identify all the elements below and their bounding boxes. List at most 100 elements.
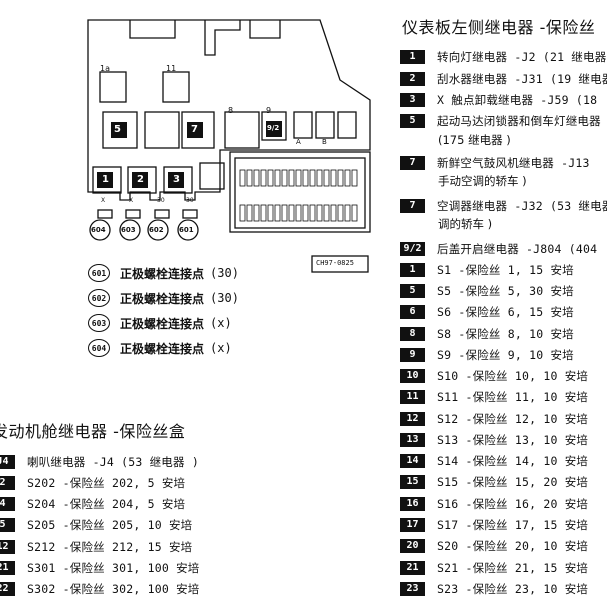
dash-row: 8 S8 -保险丝 8, 10 安培 [400, 324, 574, 344]
row-text: S5 -保险丝 5, 30 安培 [437, 284, 574, 298]
row-badge: 21 [0, 561, 15, 575]
row-text: S8 -保险丝 8, 10 安培 [437, 327, 574, 341]
row-badge: 15 [400, 475, 425, 489]
row-badge: J4 [0, 455, 15, 469]
label-1a: 1a [100, 64, 110, 73]
dash-row: 7 空调器继电器 -J32 (53 继电器 [400, 196, 607, 216]
dash-row-continued: (175 继电器 ) [438, 133, 511, 147]
row-text: 起动马达闭锁器和倒车灯继电器 [437, 114, 601, 128]
dash-row: 23 S23 -保险丝 23, 10 安培 [400, 579, 588, 599]
row-text: S301 -保险丝 301, 100 安培 [27, 561, 200, 575]
label-9-2: 9/2 [267, 124, 280, 132]
row-text: S10 -保险丝 10, 10 安培 [437, 369, 589, 383]
dash-row-continued: 手动空调的轿车 ) [438, 174, 527, 188]
dash-row: 15 S15 -保险丝 15, 20 安培 [400, 472, 588, 492]
label-A: A [296, 138, 301, 146]
row-text: S16 -保险丝 16, 20 安培 [437, 497, 589, 511]
row-text: S15 -保险丝 15, 20 安培 [437, 475, 589, 489]
connection-label: 正极螺栓连接点 [120, 266, 205, 281]
row-text: S202 -保险丝 202, 5 安培 [27, 476, 186, 490]
row-text: S20 -保险丝 20, 10 安培 [437, 539, 589, 553]
dash-row: 14 S14 -保险丝 14, 10 安培 [400, 451, 588, 471]
dash-row: 1 转向灯继电器 -J2 (21 继电器 [400, 47, 606, 67]
bolt-label: 604 [91, 226, 106, 234]
label-8: 8 [228, 106, 234, 115]
row-badge: 7 [400, 199, 425, 213]
engine-box-title: 发动机舱继电器 -保险丝盒 [0, 422, 186, 441]
row-text: S14 -保险丝 14, 10 安培 [437, 454, 589, 468]
row-text: S1 -保险丝 1, 15 安培 [437, 263, 574, 277]
engine-row: 21 S301 -保险丝 301, 100 安培 [0, 558, 199, 578]
row-text: 转向灯继电器 -J2 (21 继电器 [437, 50, 607, 64]
row-badge: 8 [400, 327, 425, 341]
row-badge: 9 [400, 348, 425, 362]
label-relay-1: 1 [102, 174, 109, 185]
row-badge: 5 [400, 114, 425, 128]
row-badge: 4 [0, 497, 15, 511]
row-badge: 17 [400, 518, 425, 532]
connection-suffix: (x) [210, 341, 232, 355]
bolt-label: 602 [149, 226, 164, 234]
row-badge: 10 [400, 369, 425, 383]
fuse-box-diagram [87, 19, 371, 273]
row-badge: 13 [400, 433, 425, 447]
row-badge: 12 [0, 540, 15, 554]
bolt-label: 601 [179, 226, 194, 234]
bolt-number: 601 [88, 264, 110, 282]
label-x1: X [101, 197, 106, 204]
connection-label: 正极螺栓连接点 [120, 341, 205, 356]
label-11: 11 [166, 64, 177, 73]
dash-row: 9/2 后盖开启继电器 -J804 (404 [400, 239, 597, 259]
row-badge: 22 [0, 582, 15, 596]
row-text: X 触点卸载继电器 -J59 (18 [437, 93, 598, 107]
bolt-number: 604 [88, 339, 110, 357]
row-text: S17 -保险丝 17, 15 安培 [437, 518, 589, 532]
row-badge: 14 [400, 454, 425, 468]
dash-row: 6 S6 -保险丝 6, 15 安培 [400, 302, 574, 322]
row-badge: 5 [400, 284, 425, 298]
row-text: S205 -保险丝 205, 10 安培 [27, 518, 193, 532]
row-badge: 7 [400, 156, 425, 170]
dash-row: 5 S5 -保险丝 5, 30 安培 [400, 281, 574, 301]
row-text: 后盖开启继电器 -J804 (404 [437, 242, 598, 256]
connection-label: 正极螺栓连接点 [120, 291, 205, 306]
row-text: 刮水器继电器 -J31 (19 继电器 [437, 72, 607, 86]
row-badge: 3 [400, 93, 425, 107]
row-text: S23 -保险丝 23, 10 安培 [437, 582, 589, 596]
engine-row: J4 喇叭继电器 -J4 (53 继电器 ) [0, 452, 199, 472]
row-text: S11 -保险丝 11, 10 安培 [437, 390, 589, 404]
bolt-number: 603 [88, 314, 110, 332]
row-badge: 23 [400, 582, 425, 596]
row-text: 空调器继电器 -J32 (53 继电器 [437, 199, 607, 213]
diagram-code: CH97-0825 [316, 259, 354, 267]
bolt-label: 603 [121, 226, 136, 234]
row-text: S6 -保险丝 6, 15 安培 [437, 305, 574, 319]
row-badge: 11 [400, 390, 425, 404]
row-text: 喇叭继电器 -J4 (53 继电器 ) [27, 455, 199, 469]
connection-suffix: (30) [210, 291, 239, 305]
label-x4: 30 [186, 197, 194, 204]
row-badge: 9/2 [400, 242, 425, 256]
label-relay-3: 3 [173, 174, 180, 185]
label-relay-7: 7 [191, 124, 198, 135]
engine-row: 22 S302 -保险丝 302, 100 安培 [0, 579, 199, 599]
dash-row: 16 S16 -保险丝 16, 20 安培 [400, 494, 588, 514]
connection-point-row: 602 正极螺栓连接点 (30) [88, 287, 239, 309]
engine-row: 12 S212 -保险丝 212, 15 安培 [0, 537, 192, 557]
row-badge: 6 [400, 305, 425, 319]
row-text: S302 -保险丝 302, 100 安培 [27, 582, 200, 596]
row-badge: 12 [400, 412, 425, 426]
row-text: S212 -保险丝 212, 15 安培 [27, 540, 193, 554]
label-9: 9 [266, 106, 272, 115]
row-badge: 1 [400, 50, 425, 64]
label-x2: X [129, 197, 134, 204]
row-badge: 16 [400, 497, 425, 511]
connection-suffix: (30) [210, 266, 239, 280]
